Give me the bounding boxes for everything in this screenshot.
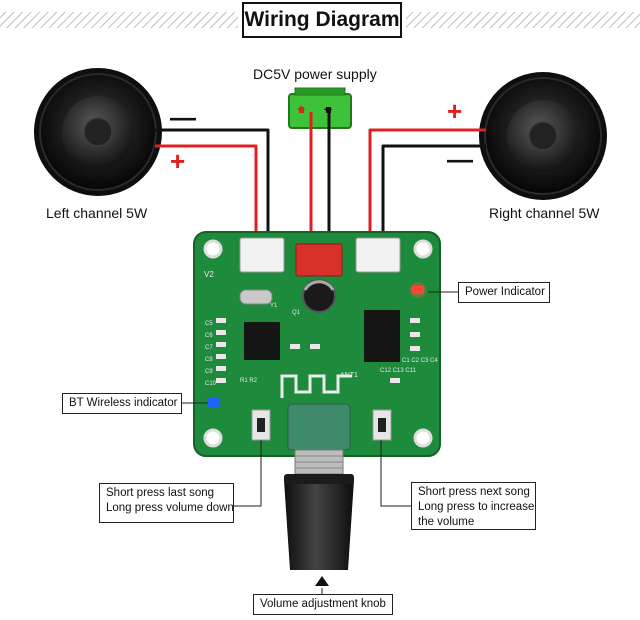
left-button-callout: Short press last song Long press volume … bbox=[99, 483, 234, 523]
right-button-callout: Short press next song Long press to incr… bbox=[411, 482, 536, 530]
board-crystal-label: Y1 bbox=[270, 303, 278, 309]
board-version: V2 bbox=[204, 270, 214, 279]
board-resistor-labels: R1 R2 bbox=[240, 378, 258, 384]
power-plus-sign: + bbox=[297, 101, 306, 117]
diagram-title: Wiring Diagram bbox=[242, 2, 402, 38]
left-channel-label: Left channel 5W bbox=[46, 205, 148, 221]
power-indicator-callout: Power Indicator bbox=[458, 282, 550, 303]
volume-knob-callout: Volume adjustment knob bbox=[253, 594, 393, 615]
board-right-labels: C12 C13 C11 bbox=[380, 368, 416, 374]
header-hatch-left bbox=[0, 12, 238, 28]
left-speaker bbox=[34, 68, 162, 196]
left-plus-sign: + bbox=[170, 146, 186, 176]
power-supply-label: DC5V power supply bbox=[253, 66, 377, 82]
board-right-labels-2: C1 C2 C3 C4 bbox=[402, 358, 438, 364]
right-channel-label: Right channel 5W bbox=[489, 205, 600, 221]
battery-icon bbox=[288, 87, 352, 129]
board-antenna-label: ANT1 bbox=[340, 372, 358, 379]
header-hatch-right bbox=[406, 12, 640, 28]
volume-knob bbox=[284, 449, 354, 586]
right-plus-sign: + bbox=[447, 96, 463, 126]
callout-lines bbox=[182, 291, 458, 594]
board-capacitor-labels: C5 C6 C7 C8 C9 C10 bbox=[205, 321, 217, 387]
power-minus-sign: − bbox=[324, 101, 333, 117]
right-speaker bbox=[479, 72, 607, 200]
amplifier-board bbox=[193, 231, 441, 457]
right-minus-sign: — bbox=[447, 144, 473, 174]
wires bbox=[155, 112, 486, 250]
board-transistor-label: Q1 bbox=[292, 310, 301, 316]
left-minus-sign: — bbox=[170, 102, 196, 132]
bt-indicator-callout: BT Wireless indicator bbox=[62, 393, 182, 414]
